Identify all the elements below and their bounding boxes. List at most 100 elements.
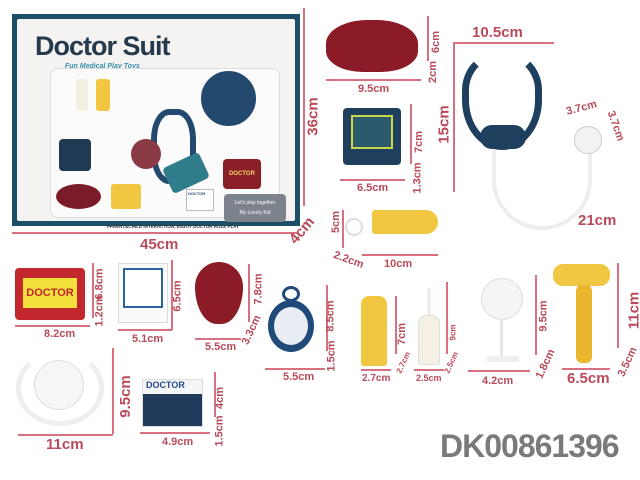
monitor-width-label: 6.5cm <box>357 182 389 194</box>
dim-line <box>617 263 619 348</box>
syringe-depth-label: 2.2cm <box>331 249 366 271</box>
head-mirror <box>481 278 523 320</box>
dim-line <box>303 8 305 206</box>
box-title: Doctor Suit <box>35 31 170 61</box>
dim-line <box>446 282 448 354</box>
stopwatch <box>268 300 314 352</box>
chestpiece-width-label: 3.7cm <box>564 98 599 118</box>
dim-line <box>395 296 397 354</box>
kit-width-label: 8.2cm <box>44 328 76 340</box>
dim-line <box>248 264 250 322</box>
toy-stethoscope-disc <box>34 360 84 410</box>
box-subtitle: Fun Medical Play Toys <box>65 63 140 70</box>
dim-line <box>12 232 298 234</box>
dim-line <box>171 260 173 330</box>
bottle-width-label: 2.7cm <box>362 373 391 384</box>
stethoscope-tube <box>492 150 592 230</box>
monitor-height-label: 7cm <box>413 130 426 154</box>
dish-depth-label: 2cm <box>427 60 440 84</box>
dropper-tip <box>427 288 431 316</box>
reflex-hammer-head <box>553 264 610 286</box>
card-depth-label: 1.5cm <box>213 415 226 447</box>
watch-width-label: 5.5cm <box>283 371 315 383</box>
box-footer: PARENT&CHILD INTERACTION, ENJOY DOCTOR R… <box>107 224 240 229</box>
box-tray: DOCTOR DOCTOR <box>50 68 280 218</box>
dim-line <box>562 368 610 370</box>
mirror-height-label: 9.5cm <box>537 300 550 332</box>
hammer-height-label: 11cm <box>625 291 640 330</box>
dim-line <box>214 372 216 417</box>
hammer-width-label: 6.5cm <box>567 370 610 387</box>
card-item: DOCTOR <box>186 189 214 211</box>
box-height-label: 36cm <box>304 97 322 136</box>
light-item <box>131 139 161 169</box>
hammer-item <box>111 184 141 209</box>
id-badge-form <box>123 268 163 308</box>
monitor-depth-label: 1.3cm <box>411 162 424 194</box>
dish-height-label: 6cm <box>430 30 443 54</box>
syringe-height-label: 5cm <box>330 210 343 234</box>
dim-line <box>15 325 90 327</box>
mirror-width-label: 4.2cm <box>482 375 514 387</box>
kit-label: DOCTOR <box>23 278 77 308</box>
otoscope-light <box>195 262 243 324</box>
dim-line <box>326 285 328 351</box>
medicine-bottle <box>361 296 387 366</box>
dim-line <box>414 369 444 371</box>
dim-line <box>18 434 113 436</box>
dim-line <box>140 432 210 434</box>
stethoscope-height-label: 15cm <box>435 105 453 144</box>
id-height-label: 6.5cm <box>171 280 184 312</box>
dish-item <box>56 184 101 209</box>
dim-line <box>326 79 421 81</box>
stethoscope-width-label: 10.5cm <box>472 24 523 41</box>
card-height-label: 4cm <box>214 386 227 410</box>
dim-line <box>118 329 172 331</box>
stopwatch-ring <box>282 286 300 302</box>
id-badge <box>118 263 168 323</box>
dim-line <box>535 275 537 355</box>
mirror-base <box>487 356 519 362</box>
head-height-label: 9.5cm <box>116 375 134 418</box>
bottle-height-label: 7cm <box>396 322 409 346</box>
card-width-label: 4.9cm <box>162 436 194 448</box>
dim-line <box>453 42 455 192</box>
product-box: Doctor Suit Fun Medical Play Toys DOCTOR… <box>12 14 300 229</box>
syringe <box>372 210 438 234</box>
dim-line <box>454 42 554 44</box>
tag-line-2: My Lovely Kid <box>239 210 271 216</box>
stethoscope-head-item <box>201 71 256 126</box>
monitor-screen <box>351 115 393 149</box>
dropper-bottle <box>418 315 440 365</box>
dim-line <box>361 369 391 371</box>
light-height-label: 7.8cm <box>252 273 265 305</box>
dim-line <box>427 16 429 61</box>
hammer-depth-label: 3.5cm <box>615 345 640 379</box>
dropper-width-label: 2.5cm <box>416 373 442 383</box>
syringe-ring <box>345 218 363 236</box>
kidney-dish <box>326 20 418 72</box>
syringe-width-label: 10cm <box>384 258 413 270</box>
reflex-hammer-handle <box>576 285 592 363</box>
dim-line <box>112 348 114 434</box>
light-depth-label: 3.3cm <box>239 313 264 347</box>
watch-height-label: 8.5cm <box>324 300 337 332</box>
product-code: DK00861396 <box>440 428 620 464</box>
stethoscope-yoke <box>480 125 526 149</box>
head-width-label: 11cm <box>46 436 84 453</box>
doctor-card-title: DOCTOR <box>143 380 202 394</box>
dim-line <box>340 179 405 181</box>
doctor-card: DOCTOR <box>142 379 203 427</box>
light-width-label: 5.5cm <box>205 341 237 353</box>
dropper-item <box>76 79 88 111</box>
stethoscope-chestpiece <box>574 126 602 154</box>
stopwatch-face <box>274 307 308 345</box>
bottle-item <box>96 79 110 111</box>
tube-length-label: 21cm <box>578 212 617 229</box>
dim-line <box>468 370 530 372</box>
chestpiece-height-label: 3.7cm <box>604 109 627 143</box>
medical-kit: DOCTOR <box>15 268 85 320</box>
mirror-stand <box>500 320 503 358</box>
dim-line <box>265 368 325 370</box>
